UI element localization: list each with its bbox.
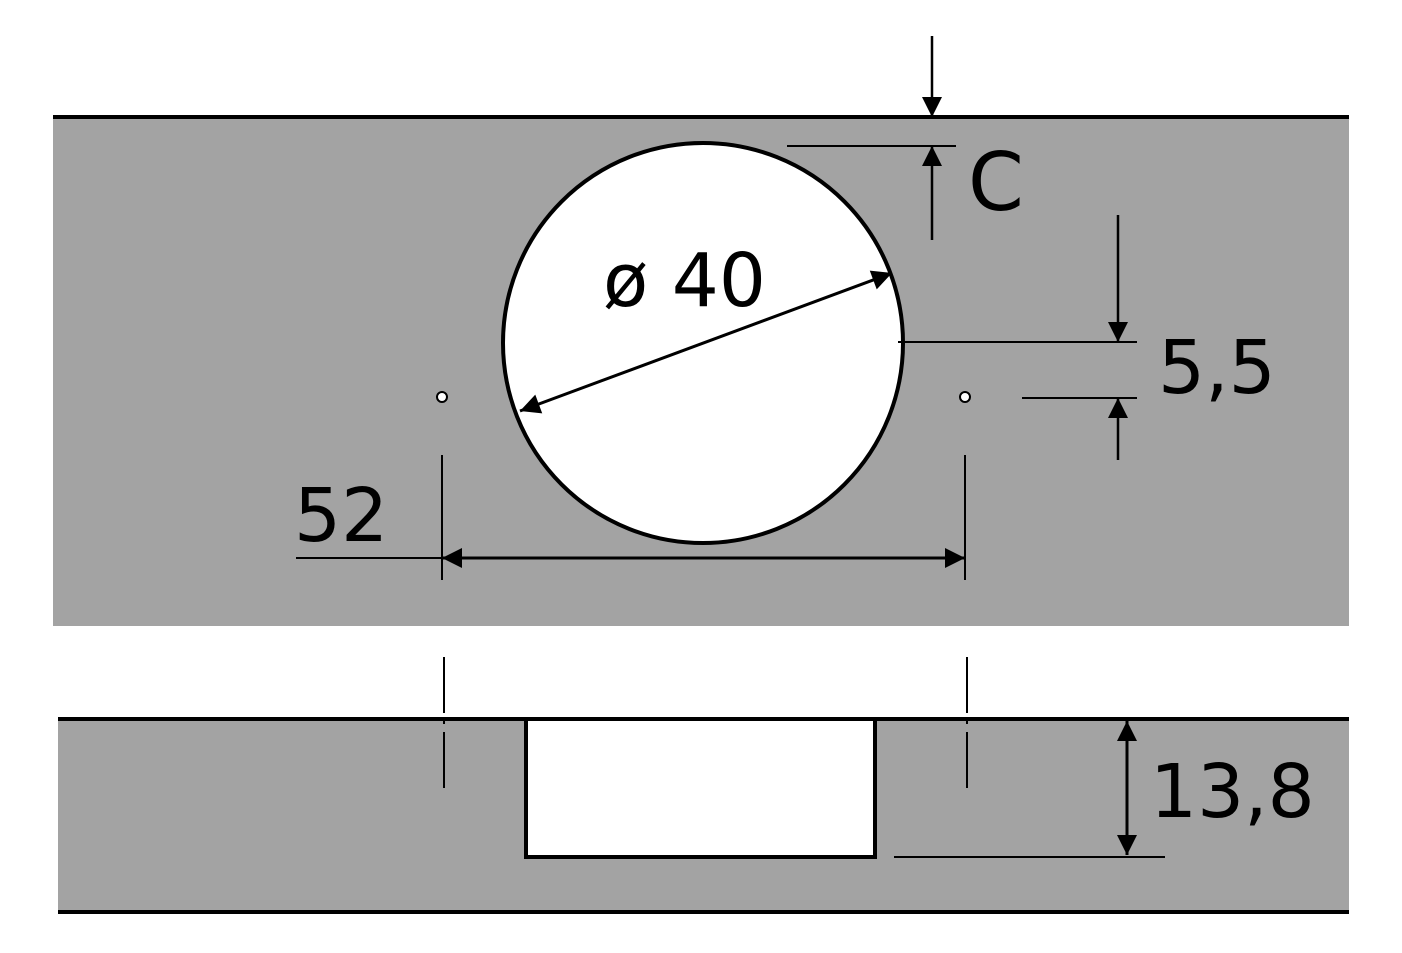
diameter-label: ø 40 [603,238,766,324]
screw-hole-right [959,391,971,403]
cup-pocket [524,717,877,859]
section-view: 13,8 [58,657,1349,914]
screw-hole-left [436,391,448,403]
offset-label: 5,5 [1158,325,1276,411]
clearance-label: C [968,136,1024,229]
diameter-dimension-line [519,270,893,414]
clearance-dimension [787,36,956,240]
hole-spacing-label: 52 [294,473,388,559]
offset-dimension [898,215,1137,460]
hole-spacing-dimension [296,455,966,580]
depth-dimension [894,721,1165,858]
top-view: ø 40 C 5,5 52 [53,36,1349,626]
depth-label: 13,8 [1150,749,1315,835]
